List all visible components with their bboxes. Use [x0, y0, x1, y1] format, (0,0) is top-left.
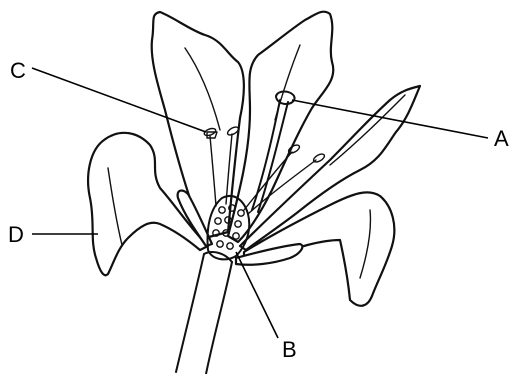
stem — [176, 254, 204, 372]
label-a: A — [494, 126, 509, 151]
petal-lower-right — [244, 192, 394, 305]
label-b: B — [282, 337, 297, 362]
label-d: D — [8, 222, 24, 247]
label-c: C — [10, 58, 26, 83]
